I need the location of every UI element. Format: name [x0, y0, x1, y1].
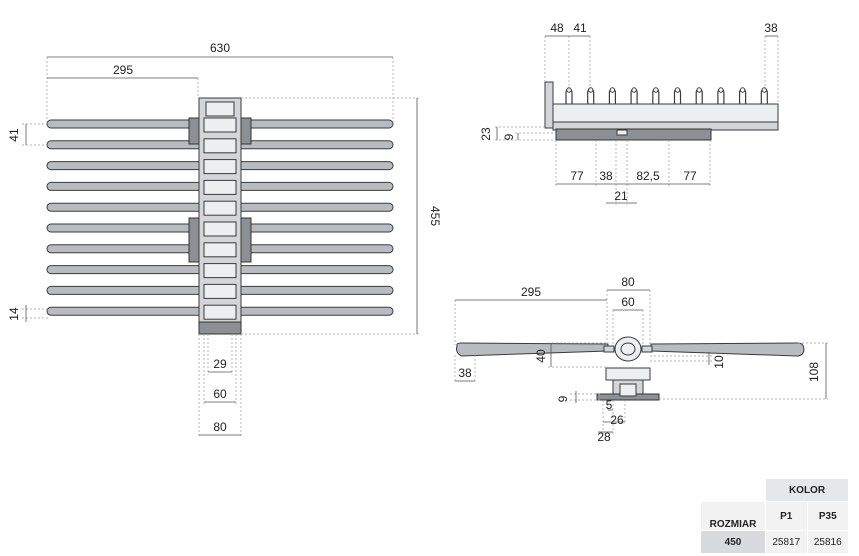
column-slot	[203, 138, 237, 154]
spec-size-value: 450	[700, 530, 766, 554]
dim-80-front: 80	[213, 420, 227, 434]
side-hook-tip	[761, 87, 767, 93]
dim-41-side: 41	[573, 21, 587, 35]
column-slots	[203, 117, 237, 320]
dim-5: 5	[606, 398, 613, 412]
side-hook-tip	[674, 87, 681, 93]
column-slot	[203, 200, 237, 216]
dim-60: 60	[213, 387, 227, 401]
side-hook-tip	[588, 87, 594, 93]
side-view: 48 41 38 23 9 77 38 82,5 77 21	[479, 21, 779, 205]
dim-77-left: 77	[570, 169, 584, 183]
spec-size-header: ROZMIAR	[700, 501, 766, 531]
dim-41: 41	[7, 128, 21, 142]
side-hooks	[565, 87, 768, 104]
side-hook-tip	[696, 87, 702, 93]
column-slot	[203, 221, 237, 237]
dim-29: 29	[213, 357, 227, 371]
column-slot	[203, 117, 237, 133]
side-hook-tip	[653, 87, 659, 93]
column-slot	[203, 159, 237, 175]
dim-60-top: 60	[621, 295, 635, 309]
dim-28: 28	[597, 430, 611, 444]
column-cap	[205, 101, 235, 117]
side-hook-tip	[718, 87, 724, 93]
side-slide-tab	[616, 129, 628, 136]
front-view: 630 295 455 41 14 29 60 80	[7, 41, 442, 438]
column-slot	[203, 283, 237, 299]
spec-color-header: KOLOR	[765, 478, 849, 502]
column-slot	[203, 263, 237, 279]
side-hook-tip	[609, 87, 616, 93]
dim-295-top: 295	[521, 285, 541, 299]
top-arm-right	[650, 342, 805, 357]
dim-38-side: 38	[764, 21, 778, 35]
dim-108: 108	[807, 362, 821, 382]
column-slot	[203, 179, 237, 195]
dim-455: 455	[428, 206, 442, 226]
side-hook-tip	[631, 87, 637, 93]
dim-40: 40	[534, 349, 548, 363]
top-body-detail	[619, 383, 637, 397]
rod-group	[46, 119, 394, 316]
top-view: 295 80 60 38 40 10 108 9 5 26 28	[454, 275, 828, 444]
top-ring-link-right	[641, 345, 653, 353]
column-foot	[198, 321, 242, 335]
top-arm-left	[456, 342, 609, 357]
side-hook-tip	[739, 87, 746, 93]
dim-10: 10	[712, 355, 726, 369]
dim-23: 23	[479, 127, 493, 141]
top-ring-link-left	[603, 345, 615, 353]
spec-col-p35: P35	[806, 501, 849, 531]
column-slot	[203, 304, 237, 320]
spec-corner	[700, 478, 766, 502]
column-slot	[203, 242, 237, 258]
dim-295: 295	[113, 63, 133, 77]
dim-21: 21	[614, 189, 628, 203]
side-rail-slide	[555, 128, 712, 141]
dim-82-5: 82,5	[636, 169, 660, 183]
dim-80-top: 80	[621, 275, 635, 289]
dim-9-top: 9	[556, 395, 570, 402]
side-rail-upper	[552, 103, 779, 125]
side-back-plate	[544, 81, 554, 129]
spec-code-p1: 25817	[765, 530, 808, 554]
dim-77-right: 77	[683, 169, 697, 183]
spec-col-p1: P1	[765, 501, 808, 531]
top-ring-inner	[620, 342, 636, 356]
dim-38-bottom: 38	[599, 169, 613, 183]
spec-code-p35: 25816	[806, 530, 849, 554]
dim-48: 48	[550, 21, 564, 35]
top-body-upper	[605, 367, 651, 381]
dim-9-side: 9	[502, 133, 516, 140]
dim-26: 26	[610, 413, 624, 427]
dim-630: 630	[210, 41, 230, 55]
spec-table: KOLOR ROZMIAR P1 P35 450 25817 25816	[700, 478, 849, 554]
dim-38-top: 38	[458, 366, 472, 380]
dim-14: 14	[7, 307, 21, 321]
